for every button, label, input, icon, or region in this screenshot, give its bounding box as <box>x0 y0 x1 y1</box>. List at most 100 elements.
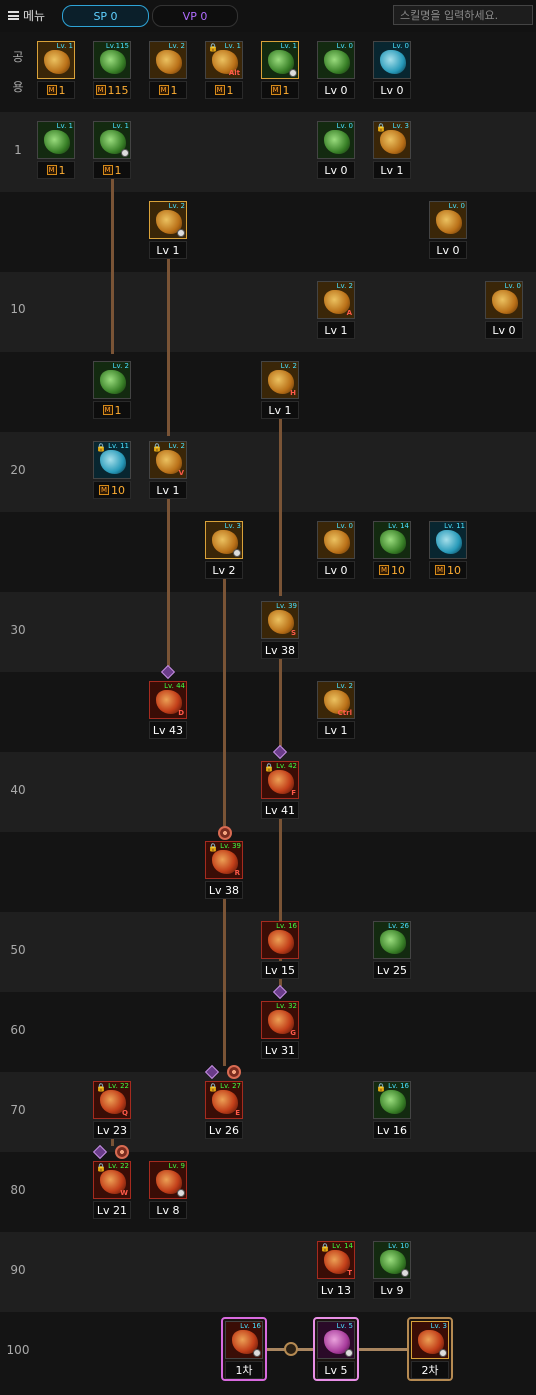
gold-throw-icon[interactable]: Lv. 2 <box>149 201 187 239</box>
skill-level-value: Lv 38 <box>261 641 299 659</box>
red-fist-icon[interactable]: Lv. 16 <box>261 921 299 959</box>
skill-level-text: Lv 0 <box>436 243 460 257</box>
skill-search-input[interactable] <box>393 5 533 25</box>
green-book-icon[interactable]: Lv. 14 <box>373 521 411 559</box>
awakening-swirl-icon <box>115 1145 129 1159</box>
red-smash-icon[interactable]: Lv. 9 <box>149 1161 187 1199</box>
green-scales-icon[interactable]: Lv. 1 <box>93 121 131 159</box>
gold-flex-icon[interactable]: Lv. 0 <box>317 521 355 559</box>
awaken-first-icon[interactable]: Lv. 16 <box>225 1321 263 1359</box>
green-kick-icon[interactable]: Lv. 1 <box>261 41 299 79</box>
skill-slot[interactable]: Lv. 0 Lv 0 <box>429 201 467 263</box>
blue-crystal-icon[interactable]: Lv. 11 <box>429 521 467 559</box>
clock-icon[interactable] <box>284 1342 298 1356</box>
blue-wings-icon[interactable]: Lv. 0 <box>373 41 411 79</box>
green-beast-icon[interactable]: Lv. 10 <box>373 1241 411 1279</box>
gold-strike-icon[interactable]: Lv. 0 <box>429 201 467 239</box>
green-spin-icon[interactable]: 🔒Lv. 16 <box>373 1081 411 1119</box>
skill-art <box>268 930 294 954</box>
green-leaf-icon[interactable]: Lv. 2 <box>93 361 131 399</box>
prerequisite-line <box>279 656 282 746</box>
blue-tornado-icon[interactable]: 🔒Lv. 11 <box>93 441 131 479</box>
green-manual-icon[interactable]: Lv. 26 <box>373 921 411 959</box>
gold-slam-icon[interactable]: Lv. 0 <box>485 281 523 319</box>
sp-counter[interactable]: SP 0 <box>62 5 149 27</box>
skill-art <box>380 530 406 554</box>
level-label-common-2: 용 <box>12 80 24 94</box>
gold-claw-icon[interactable]: 🔒Lv. 3 <box>373 121 411 159</box>
gold-lines-icon[interactable]: Lv. 3 <box>205 521 243 559</box>
menu-button[interactable]: 메뉴 <box>8 7 45 24</box>
awaken-mid-icon[interactable]: Lv. 5 <box>317 1321 355 1359</box>
flame-burst-icon[interactable]: Lv. 1 <box>37 41 75 79</box>
awaken-second-icon[interactable]: Lv. 3 <box>411 1321 449 1359</box>
prerequisite-line <box>279 416 282 596</box>
skill-max-level: Lv.115 <box>105 42 129 50</box>
target-icon[interactable]: Lv. 0 <box>317 41 355 79</box>
gold-muscle-icon[interactable]: Lv. 2 <box>149 41 187 79</box>
hotkey-label: Alt <box>228 69 240 77</box>
mastery-icon: M <box>102 405 113 415</box>
vp-counter[interactable]: VP 0 <box>152 5 238 27</box>
green-fist-icon[interactable]: Lv. 1 <box>37 121 75 159</box>
green-skull-icon[interactable]: Lv. 0 <box>317 121 355 159</box>
skill-max-level: Lv. 14 <box>332 1242 353 1250</box>
green-fighter-icon[interactable]: Lv.115 <box>93 41 131 79</box>
